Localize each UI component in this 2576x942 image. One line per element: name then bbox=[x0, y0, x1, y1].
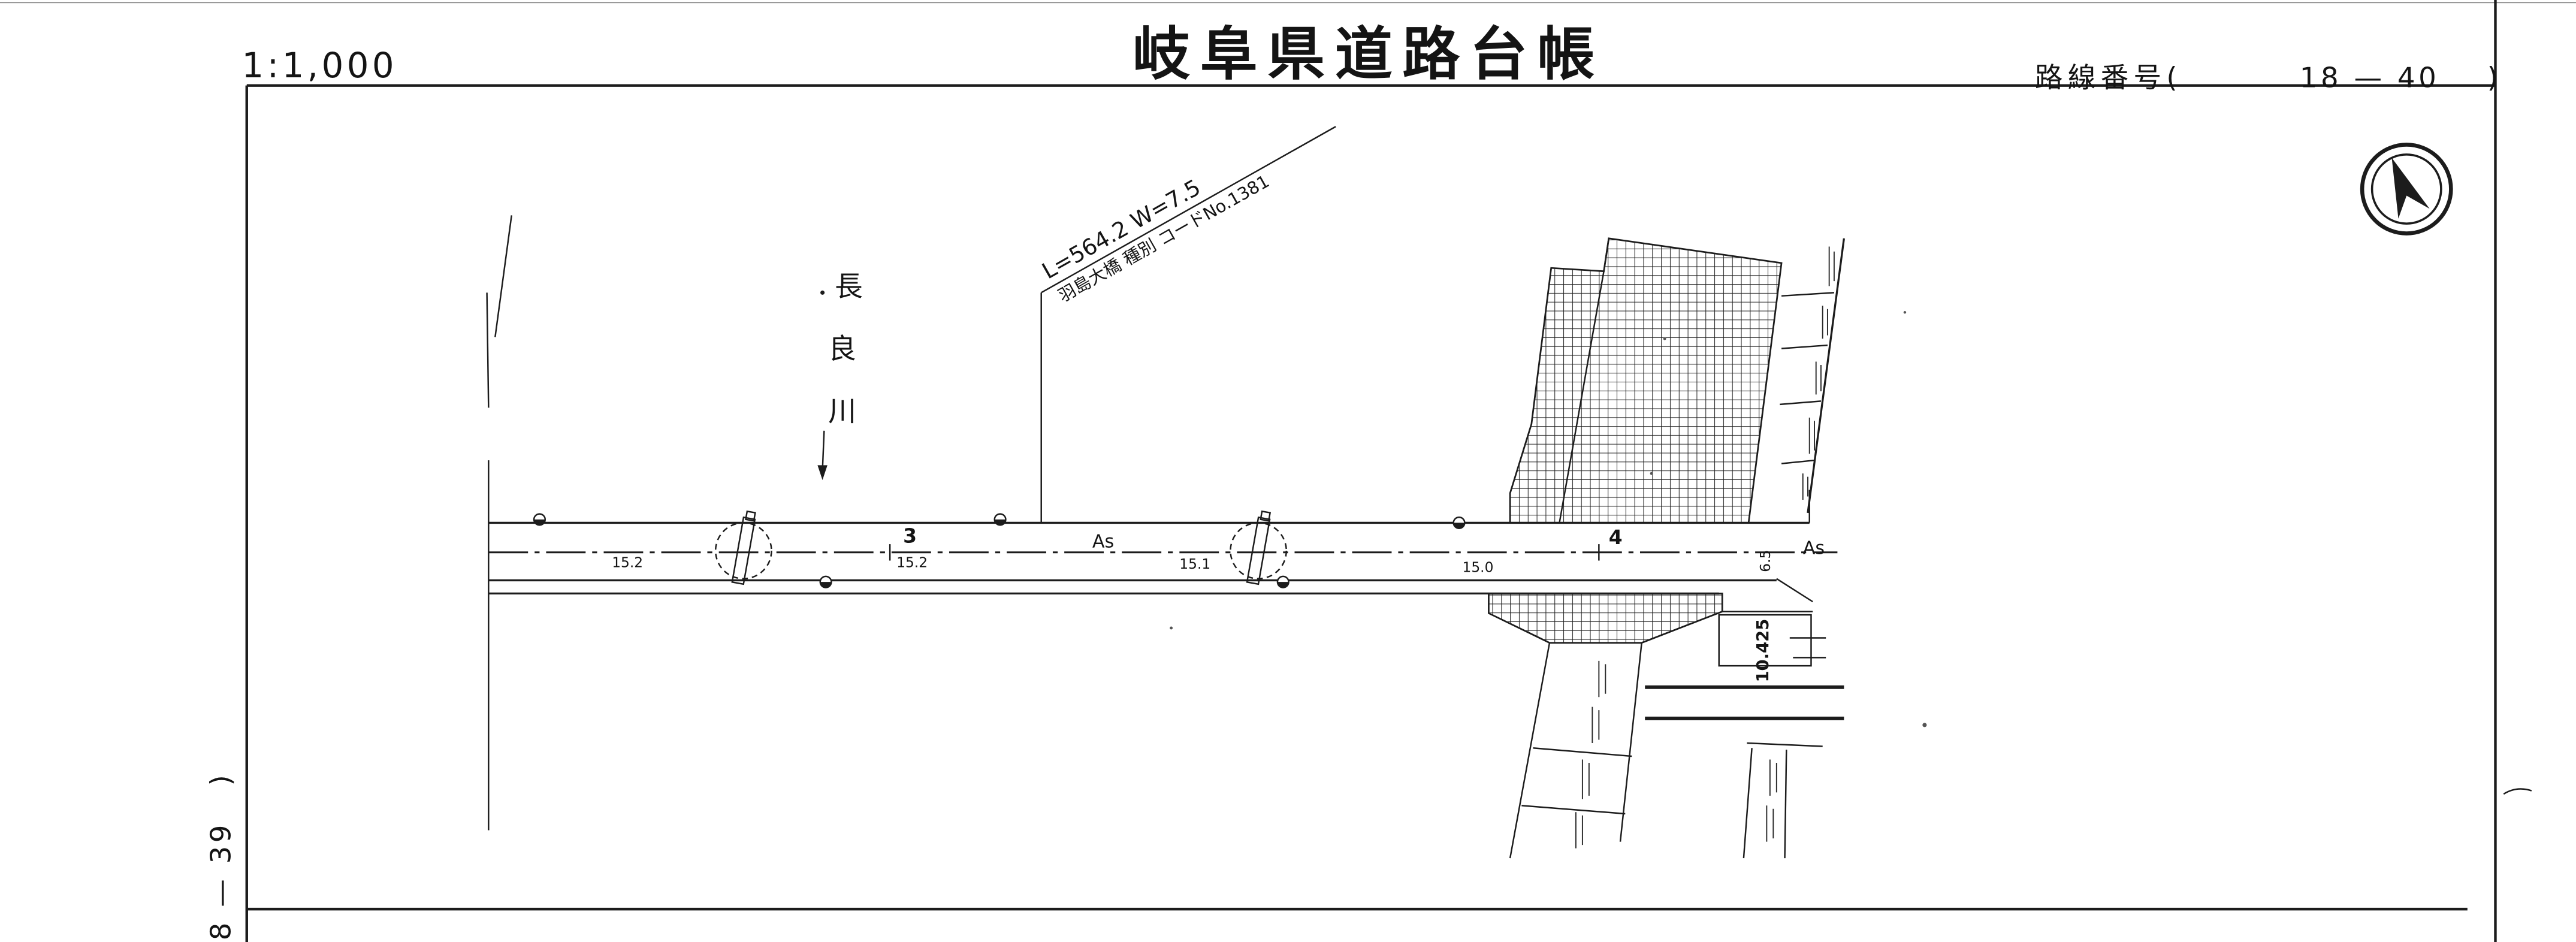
road bbox=[488, 521, 1838, 595]
road-marker-icon bbox=[533, 513, 546, 526]
match-mark bbox=[2503, 788, 2532, 795]
route-number-label: 路線番号( bbox=[2035, 62, 2182, 94]
station-number: 4 bbox=[1609, 526, 1623, 549]
road-width-label: 15.2 bbox=[612, 554, 643, 570]
river-label-char: 良 bbox=[828, 333, 856, 366]
page-title: 岐阜県道路台帳 bbox=[1133, 20, 1605, 87]
pavement-type-label: As bbox=[1803, 538, 1825, 559]
river-label-char: 川 bbox=[828, 395, 856, 428]
bridge-pier bbox=[1230, 510, 1287, 585]
road-width-label: 15.1 bbox=[1179, 556, 1210, 572]
survey-dots bbox=[1170, 311, 1927, 727]
building-north bbox=[1509, 237, 1783, 524]
bridge-leader-line bbox=[1040, 126, 1336, 523]
river-label-dot bbox=[820, 290, 825, 295]
road-marker-icon bbox=[1276, 575, 1289, 588]
side-width-label: 6.5 bbox=[1757, 550, 1774, 572]
adjacent-route-number: 8 — 39 bbox=[205, 822, 237, 940]
north-arrow-icon bbox=[2360, 143, 2453, 236]
bridge-pier bbox=[714, 510, 772, 585]
river-label: 長 良 川 bbox=[817, 271, 863, 481]
road-marker-icon bbox=[993, 513, 1007, 526]
map-scale: 1:1,000 bbox=[242, 46, 398, 86]
embankment bbox=[1722, 238, 1846, 612]
road-marker-icon bbox=[819, 575, 832, 588]
offset-distance-label: 10.425 bbox=[1754, 619, 1772, 683]
river-label-char: 長 bbox=[835, 271, 863, 303]
flow-direction-arrow-icon bbox=[817, 430, 828, 481]
road-marker-icon bbox=[1452, 516, 1466, 529]
road-width-label: 15.0 bbox=[1462, 560, 1493, 576]
adjacent-route-close: ) bbox=[205, 775, 237, 786]
station-number: 3 bbox=[903, 524, 917, 547]
route-number-value: 18 — 40 bbox=[2300, 62, 2439, 94]
structures-south bbox=[1509, 614, 1844, 859]
building-south bbox=[1488, 593, 1723, 644]
road-width-label: 15.2 bbox=[896, 554, 928, 570]
pavement-type-label: As bbox=[1092, 532, 1114, 552]
route-number-close: ) bbox=[2487, 62, 2498, 94]
